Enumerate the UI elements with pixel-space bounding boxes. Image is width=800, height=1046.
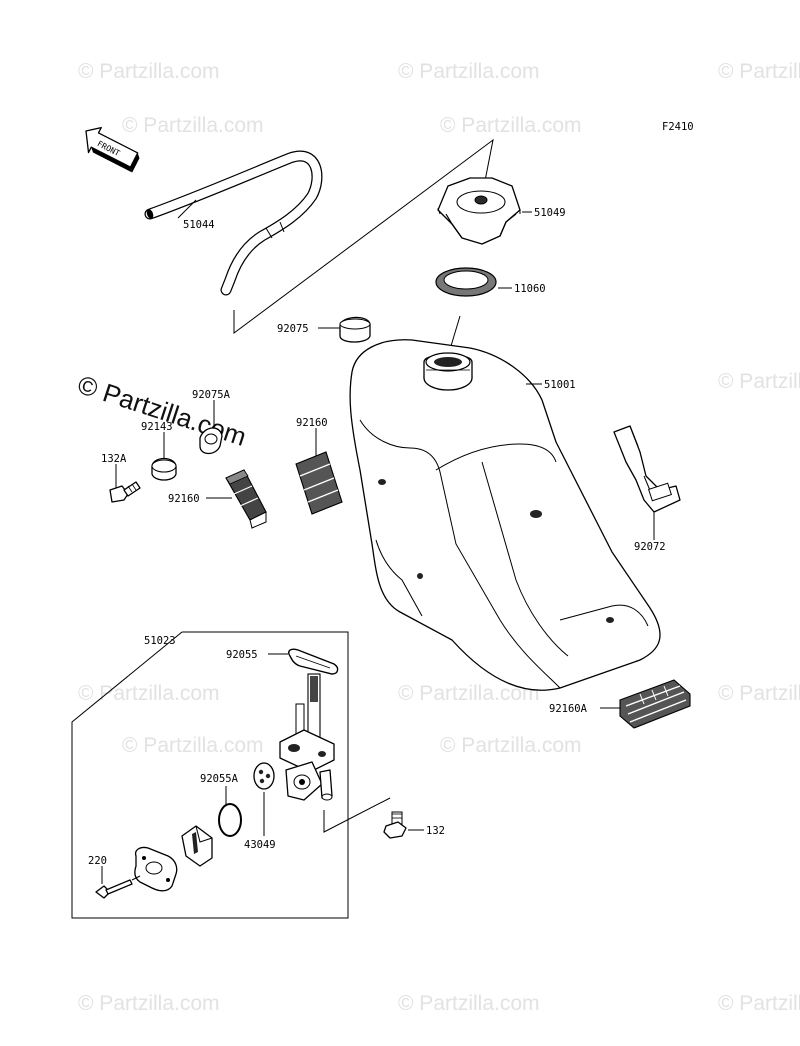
label-51023: 51023 — [144, 635, 176, 647]
front-arrow-icon: FRONT — [85, 126, 140, 173]
label-92055: 92055 — [226, 649, 258, 661]
reference-line — [323, 797, 391, 833]
o-ring-92055a — [218, 803, 242, 837]
watermark: © Partzilla.com — [398, 992, 540, 1015]
watermark: © Partzilla.com — [122, 734, 264, 757]
figure-code: F2410 — [662, 121, 694, 133]
fuel-cock-plate — [134, 846, 178, 892]
watermark: © Partzilla.com — [398, 60, 540, 83]
watermark: © Partzilla.com — [718, 60, 800, 83]
label-51001: 51001 — [544, 379, 576, 391]
label-92160-left: 92160 — [168, 493, 200, 505]
label-92160-mid: 92160 — [296, 417, 328, 429]
watermark: © Partzilla.com — [78, 992, 220, 1015]
watermark: © Partzilla.com — [78, 60, 220, 83]
fuel-cock-lever — [181, 825, 213, 867]
watermark: © Partzilla.com — [78, 682, 220, 705]
label-43049: 43049 — [244, 839, 276, 851]
reference-line — [131, 875, 141, 881]
watermark-main: © Partzilla.com — [74, 369, 250, 452]
cap-gasket — [435, 267, 497, 297]
breather-hose — [144, 150, 323, 296]
watermark: © Partzilla.com — [718, 370, 800, 393]
label-132a: 132A — [101, 453, 127, 465]
label-92160a: 92160A — [549, 703, 588, 715]
label-51044: 51044 — [183, 219, 215, 231]
watermark: © Partzilla.com — [440, 114, 582, 137]
rubber-cap-92075 — [339, 316, 371, 343]
watermark: © Partzilla.com — [440, 734, 582, 757]
watermark: © Partzilla.com — [718, 992, 800, 1015]
label-11060: 11060 — [514, 283, 546, 295]
fuel-tank — [349, 339, 661, 691]
bolt-132 — [383, 811, 407, 839]
label-92055a: 92055A — [200, 773, 239, 785]
damper-92160-left — [225, 469, 267, 529]
label-220: 220 — [88, 855, 107, 867]
label-92075a: 92075A — [192, 389, 231, 401]
leader-51044 — [177, 199, 197, 219]
label-51049: 51049 — [534, 207, 566, 219]
damper-92160a — [619, 679, 691, 729]
rubber-cap-92075a — [199, 427, 223, 455]
damper-92160-mid — [295, 451, 343, 515]
reference-line — [233, 138, 494, 334]
watermark: © Partzilla.com — [718, 682, 800, 705]
collar-92143 — [151, 457, 177, 481]
screw-220 — [95, 879, 133, 899]
watermark: © Partzilla.com — [398, 682, 540, 705]
label-92075: 92075 — [277, 323, 309, 335]
bolt-132a — [109, 481, 141, 503]
fuel-cock — [279, 673, 335, 801]
fuel-cock-assembly-box — [71, 631, 349, 919]
packing-43049 — [253, 762, 275, 790]
fuel-cap — [437, 177, 521, 245]
label-132: 132 — [426, 825, 445, 837]
watermark: © Partzilla.com — [122, 114, 264, 137]
fuel-cock-gasket — [288, 648, 339, 675]
watermark-layer: © Partzilla.com © Partzilla.com © Partzi… — [78, 60, 800, 1015]
label-92072: 92072 — [634, 541, 666, 553]
tank-strap — [613, 425, 681, 513]
label-92143: 92143 — [141, 421, 173, 433]
